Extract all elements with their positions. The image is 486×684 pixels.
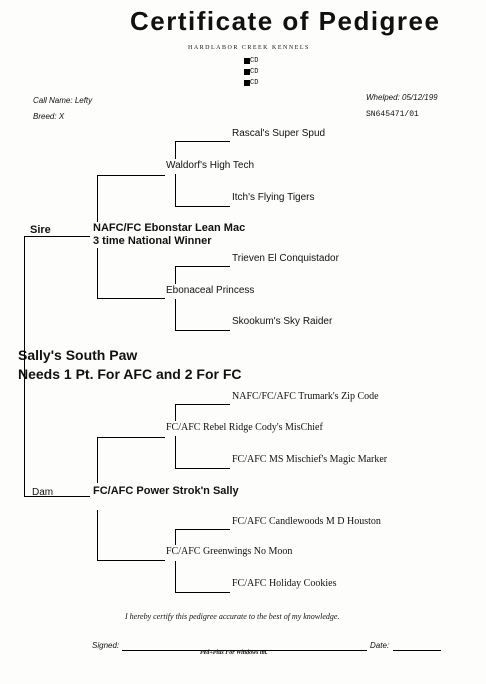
sire-note: 3 time National Winner [93,235,212,247]
dam-name: FC/AFC Power Strok'n Sally [93,485,239,497]
whelped-field: Whelped: 05/12/199 [366,93,438,102]
sire-sire-dam-name: Itch's Flying Tigers [232,192,315,203]
whelped-label: Whelped: [366,93,400,102]
dam-dam-dam-name: FC/AFC Holiday Cookies [232,578,337,589]
kennel-logo-row-3: CD [244,79,262,87]
kennel-name: HARDLABOR CREEK KENNELS [188,45,310,51]
whelped-value: 05/12/199 [402,93,438,102]
dam-dam-name: FC/AFC Greenwings No Moon [166,546,293,557]
sire-dam-name: Ebonaceal Princess [166,285,255,296]
breed-label: Breed: [33,112,57,121]
call-name-label: Call Name: [33,96,73,105]
call-name-value: Lefty [74,96,93,105]
dam-label: Dam [32,487,54,498]
dog-name: Sally's South Paw [18,347,138,363]
dog-note: Needs 1 Pt. For AFC and 2 For FC [18,366,242,382]
breed-value: X [58,112,65,121]
sire-sire-sire-name: Rascal's Super Spud [232,128,326,139]
dam-dam-sire-name: FC/AFC Candlewoods M D Houston [232,516,381,527]
sire-dam-dam-name: Skookum's Sky Raider [232,316,333,327]
certification-statement: I hereby certify this pedigree accurate … [125,612,340,621]
registration-number: SN645471/01 [366,110,419,119]
signed-label: Signed: [92,641,120,650]
sire-dam-sire-name: Trieven El Conquistador [232,253,339,264]
date-line [393,650,441,651]
date-label: Date: [370,641,390,650]
dam-sire-name: FC/AFC Rebel Ridge Cody's MisChief [166,422,323,433]
certificate-title: Certificate of Pedigree [130,6,441,36]
signature-line [122,650,367,651]
sire-name: NAFC/FC Ebonstar Lean Mac [93,222,246,234]
sire-sire-name: Waldorf's High Tech [166,160,255,171]
kennel-logo-row-1: CD [244,57,262,65]
call-name-field: Call Name: Lefty [33,96,92,105]
dam-sire-sire-name: NAFC/FC/AFC Trumark's Zip Code [232,391,379,402]
software-credit: Ped+Plus For Windows tm. [200,650,268,656]
dam-sire-dam-name: FC/AFC MS Mischief's Magic Marker [232,454,388,465]
breed-field: Breed: X [33,112,64,121]
kennel-logo-row-2: CD [244,68,262,76]
sire-label: Sire [30,224,51,236]
